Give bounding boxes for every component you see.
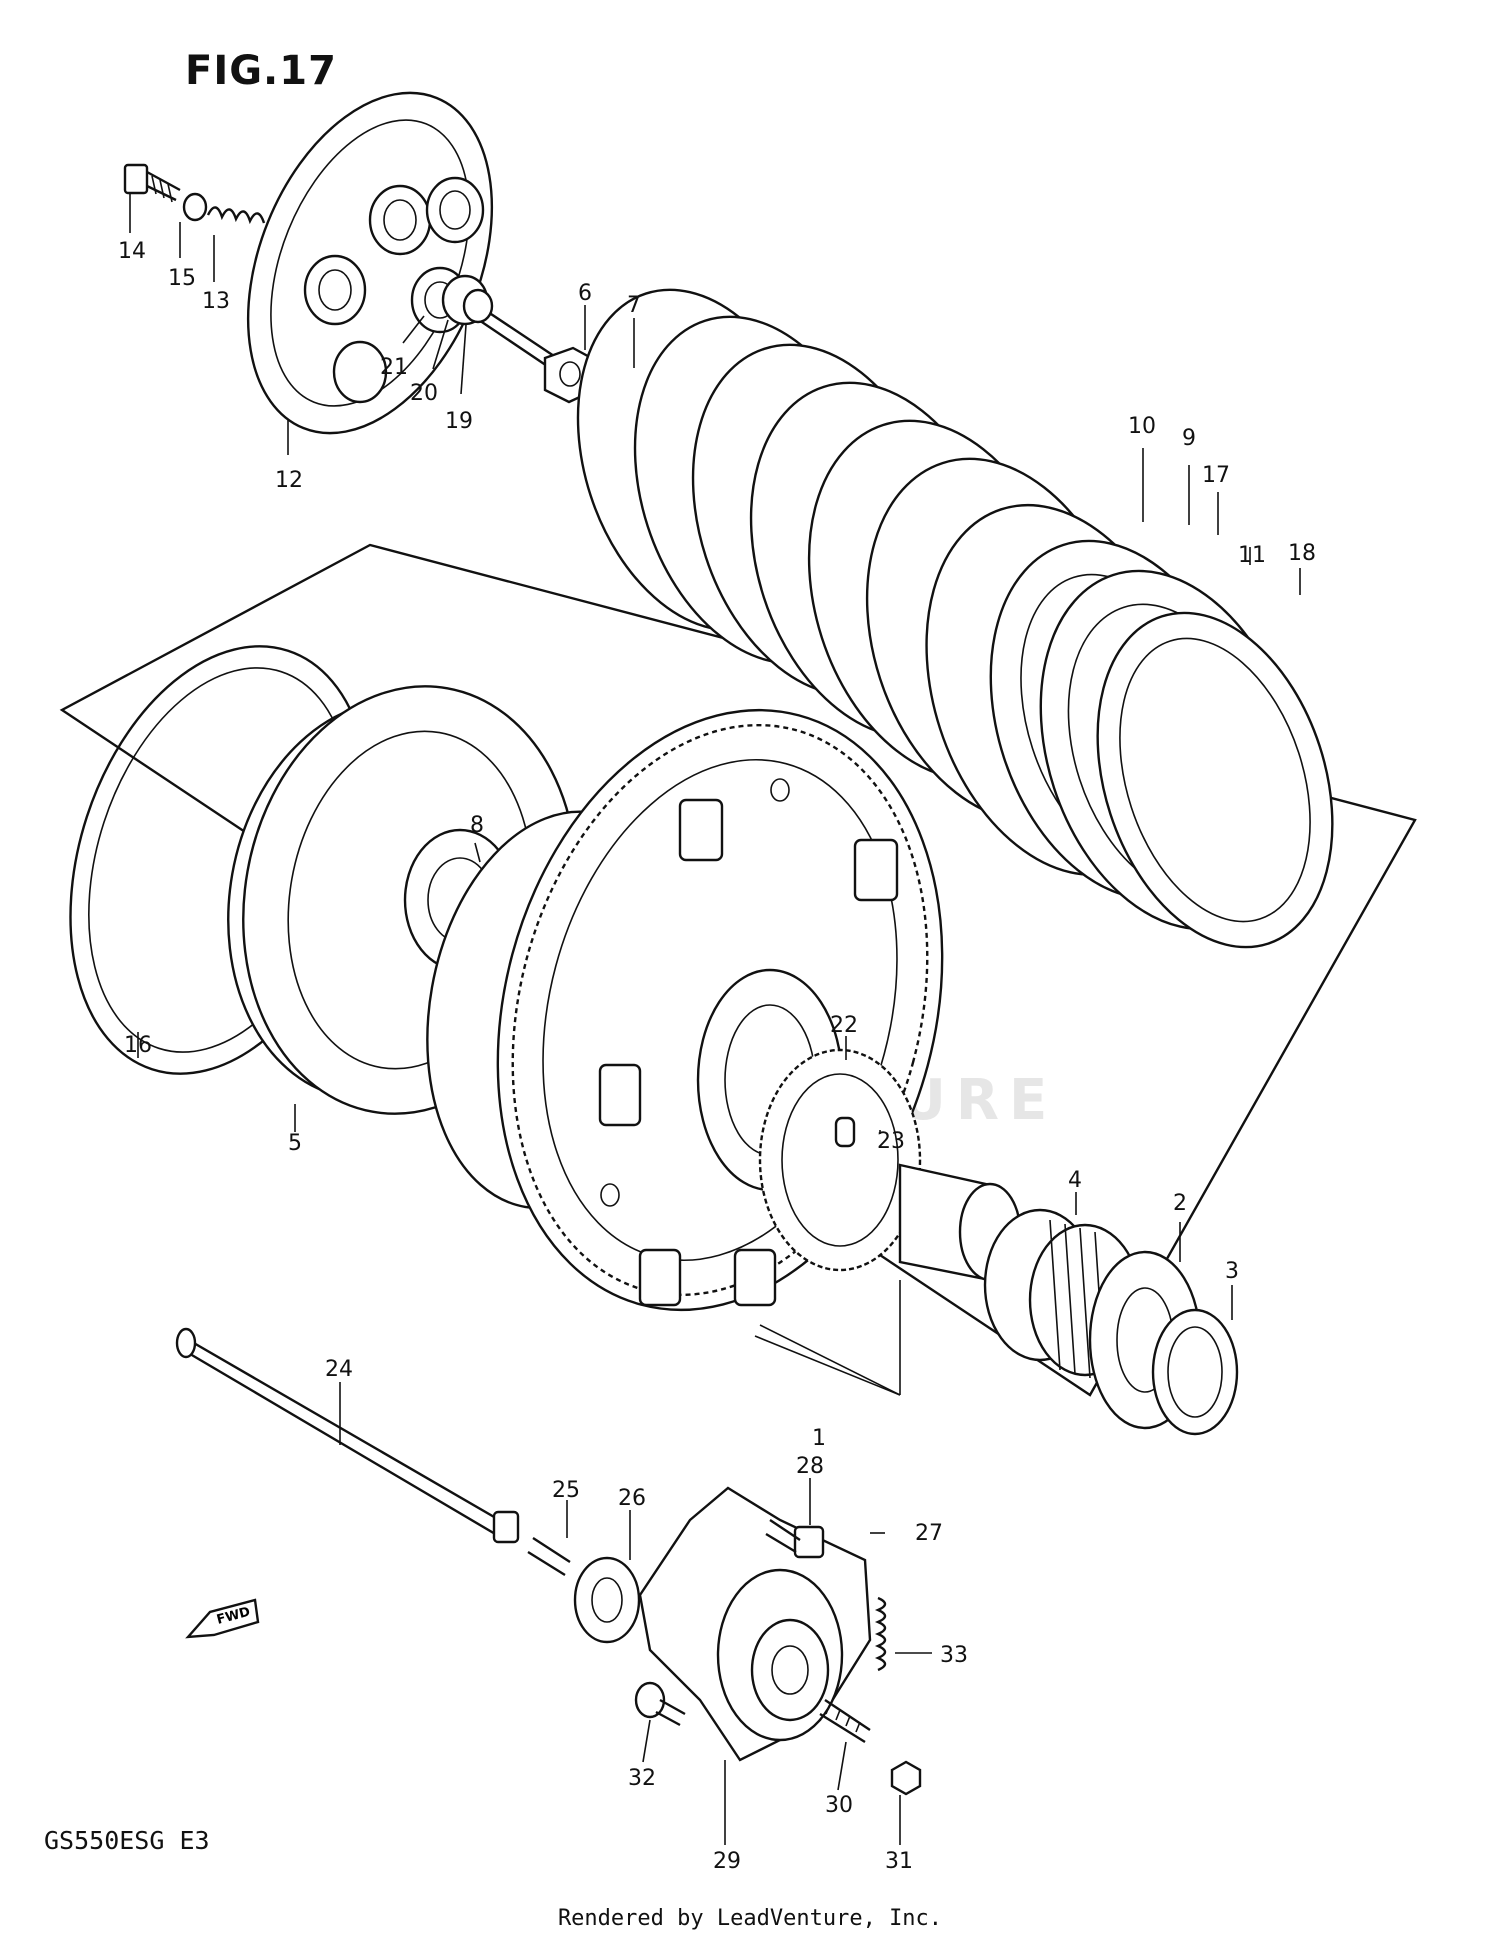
callout-6: 6 — [578, 281, 592, 306]
callout-4: 4 — [1068, 1168, 1082, 1193]
callout-2: 2 — [1173, 1191, 1187, 1216]
release-cam-body[interactable] — [716, 1568, 844, 1742]
callout-14: 14 — [118, 239, 146, 264]
release-cover-gasket[interactable] — [638, 1486, 872, 1762]
model-code: GS550ESG E3 — [44, 1826, 210, 1855]
gear-pin[interactable] — [834, 1116, 856, 1148]
clutch-spring-bolt[interactable] — [123, 163, 181, 203]
callout-7: 7 — [627, 293, 641, 318]
release-cover-bolt[interactable] — [765, 1519, 825, 1559]
callout-20: 20 — [410, 381, 438, 406]
clutch-spring[interactable] — [206, 206, 266, 225]
callout-19: 19 — [445, 409, 473, 434]
figure-title: FIG.17 — [185, 48, 337, 94]
release-rod[interactable] — [462, 288, 561, 373]
callout-26: 26 — [618, 1486, 646, 1511]
thrust-washer-inner[interactable] — [1151, 1308, 1239, 1436]
bolt-washer[interactable] — [182, 192, 208, 222]
callout-labels: 1 2 3 4 5 6 7 8 9 10 11 12 13 14 15 16 1… — [118, 239, 1316, 1874]
callout-17: 17 — [1202, 463, 1230, 488]
push-rod[interactable] — [175, 1327, 520, 1544]
callout-27: 27 — [915, 1521, 943, 1546]
callout-32: 32 — [628, 1766, 656, 1791]
callout-15: 15 — [168, 266, 196, 291]
forward-direction-arrow-icon: FWD — [185, 1598, 260, 1639]
callout-33: 33 — [940, 1643, 968, 1668]
callout-8: 8 — [470, 813, 484, 838]
callout-25: 25 — [552, 1478, 580, 1503]
adjusting-screw[interactable] — [819, 1699, 871, 1744]
callout-23: 23 — [877, 1129, 905, 1154]
callout-31: 31 — [885, 1849, 913, 1874]
callout-11: 11 — [1238, 543, 1266, 568]
callout-21: 21 — [380, 355, 408, 380]
oil-seal[interactable] — [573, 1556, 641, 1644]
callout-16: 16 — [124, 1033, 152, 1058]
push-piece[interactable] — [527, 1536, 571, 1577]
lock-nut[interactable] — [890, 1760, 922, 1796]
plate-stack — [59, 288, 1417, 1397]
callout-9: 9 — [1182, 426, 1196, 451]
render-credit: Rendered by LeadVenture, Inc. — [557, 1906, 943, 1931]
pressure-plate[interactable] — [201, 57, 538, 469]
cover-screw[interactable] — [634, 1681, 686, 1727]
callout-5: 5 — [288, 1131, 302, 1156]
leader-lines — [129, 193, 1301, 1845]
callout-12: 12 — [275, 468, 303, 493]
callout-10: 10 — [1128, 414, 1156, 439]
callout-30: 30 — [825, 1793, 853, 1818]
callout-13: 13 — [202, 289, 230, 314]
callout-1: 1 — [812, 1426, 826, 1451]
callout-22: 22 — [830, 1013, 858, 1038]
callout-24: 24 — [325, 1357, 353, 1382]
callout-28: 28 — [796, 1454, 824, 1479]
callout-29: 29 — [713, 1849, 741, 1874]
callout-18: 18 — [1288, 541, 1316, 566]
oil-pump-drive-gear[interactable] — [758, 1048, 922, 1272]
callout-3: 3 — [1225, 1259, 1239, 1284]
return-spring[interactable] — [874, 1596, 887, 1672]
